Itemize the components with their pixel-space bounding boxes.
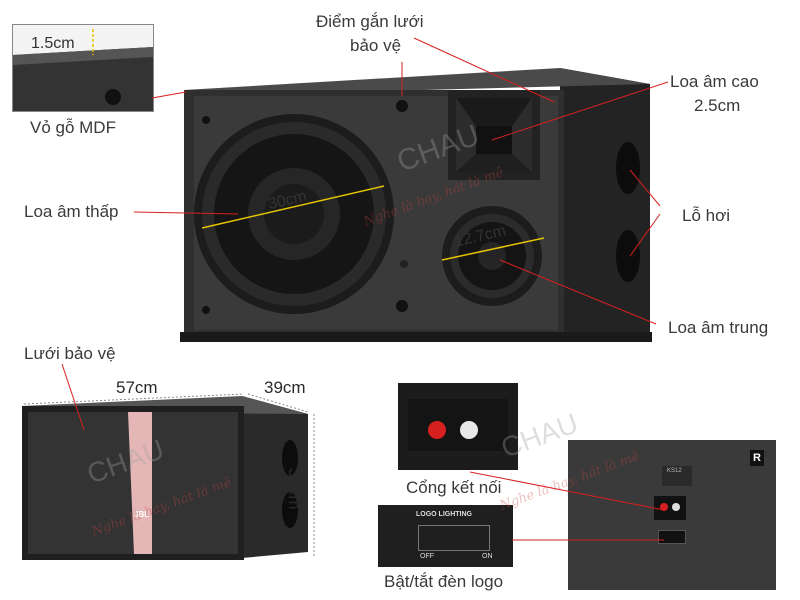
model-plate: KS12 xyxy=(662,466,692,486)
label-woofer: Loa âm thấp xyxy=(24,202,119,221)
label-width: 57cm xyxy=(116,378,158,397)
on-label: ON xyxy=(482,553,493,560)
brand-logo: JBL xyxy=(134,510,150,519)
logo-switch-inset: LOGO LIGHTING OFF ON xyxy=(378,505,513,567)
red-terminal xyxy=(428,421,446,439)
logo-lighting-label: LOGO LIGHTING xyxy=(416,511,472,518)
label-grille: Lưới bảo vệ xyxy=(24,344,116,363)
speaker-grille-view: JBL xyxy=(22,392,312,562)
black-terminal xyxy=(460,421,478,439)
back-connector xyxy=(654,496,686,520)
logo-toggle-switch xyxy=(418,525,490,551)
label-grille-mount-2: bảo vệ xyxy=(350,36,402,55)
label-height: 36cm xyxy=(285,468,304,510)
connector-inset xyxy=(398,383,518,470)
label-mdf-shell: Vỏ gỗ MDF xyxy=(30,118,116,137)
label-connector: Cổng kết nối xyxy=(406,478,502,497)
label-tweeter-1: Loa âm cao xyxy=(670,72,759,91)
label-logo-switch: Bật/tắt đèn logo xyxy=(384,572,504,591)
label-port: Lỗ hơi xyxy=(682,206,731,225)
label-grille-mount-1: Điểm gắn lưới xyxy=(316,12,424,31)
r-badge: R xyxy=(750,450,764,466)
off-label: OFF xyxy=(420,553,434,560)
label-depth: 39cm xyxy=(264,378,306,397)
model-label: KS12 xyxy=(667,468,682,474)
label-midrange: Loa âm trung xyxy=(668,318,769,337)
label-tweeter-2: 2.5cm xyxy=(694,96,741,115)
mdf-zoom-inset: 1.5cm xyxy=(12,24,154,112)
back-switch xyxy=(658,530,686,544)
mdf-thickness-label: 1.5cm xyxy=(31,35,75,52)
speaker-back-panel: R KS12 xyxy=(568,440,776,590)
